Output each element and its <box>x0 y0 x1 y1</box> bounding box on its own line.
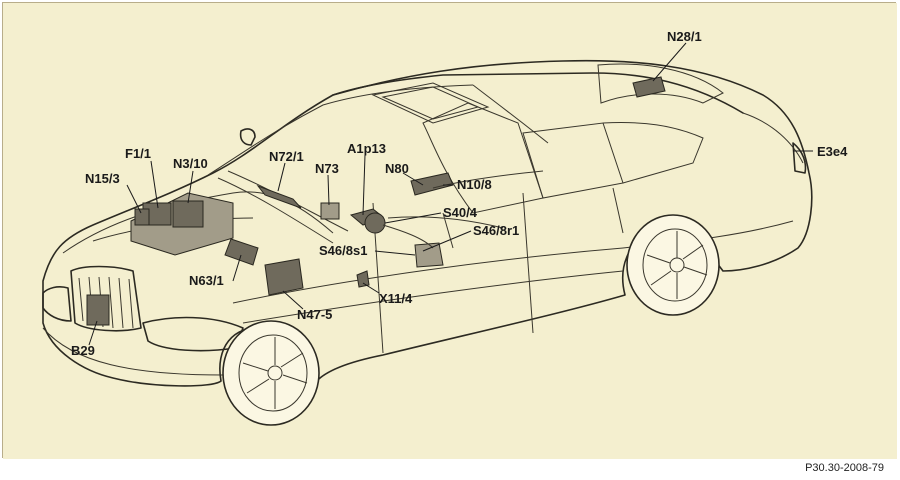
label-n80: N80 <box>385 161 409 176</box>
car-illustration: N28/1 E3e4 F1/1 N3/10 N15/3 N72/1 N73 A1… <box>3 3 897 459</box>
label-f1-1: F1/1 <box>125 146 151 161</box>
label-x11-4: X11/4 <box>379 291 413 306</box>
label-n15-3: N15/3 <box>85 171 120 186</box>
component-s46-8s1 <box>414 242 444 268</box>
car-body <box>42 59 813 387</box>
component-n15-3 <box>134 208 150 226</box>
label-s46-8r1: S46/8r1 <box>473 223 519 238</box>
diagram-panel: N28/1 E3e4 F1/1 N3/10 N15/3 N72/1 N73 A1… <box>2 2 897 459</box>
label-n73: N73 <box>315 161 339 176</box>
component-b29 <box>86 294 110 326</box>
rear-wheel <box>626 214 720 316</box>
figure-reference: P30.30-2008-79 <box>805 462 884 474</box>
front-wheel <box>222 320 320 426</box>
label-n72-1: N72/1 <box>269 149 304 164</box>
component-n28-1 <box>632 76 666 98</box>
label-n3-10: N3/10 <box>173 156 208 171</box>
label-s46-8s1: S46/8s1 <box>319 243 367 258</box>
component-n3-10 <box>172 200 204 228</box>
label-n28-1: N28/1 <box>667 29 702 44</box>
component-s40-4 <box>364 212 386 234</box>
label-s40-4: S40/4 <box>443 205 478 220</box>
label-a1p13: A1p13 <box>347 141 386 156</box>
label-b29: B29 <box>71 343 95 358</box>
components <box>86 76 666 326</box>
label-n63-1: N63/1 <box>189 273 224 288</box>
label-n47-5: N47-5 <box>297 307 332 322</box>
label-n10-8: N10/8 <box>457 177 492 192</box>
component-n73 <box>320 202 340 220</box>
component-n63-1 <box>224 238 259 266</box>
component-n72-1 <box>256 184 302 209</box>
labels: N28/1 E3e4 F1/1 N3/10 N15/3 N72/1 N73 A1… <box>71 29 848 358</box>
component-x11-4 <box>356 270 370 288</box>
leader-lines <box>88 42 813 346</box>
label-e3e4: E3e4 <box>817 144 848 159</box>
component-n47-5 <box>264 258 304 296</box>
